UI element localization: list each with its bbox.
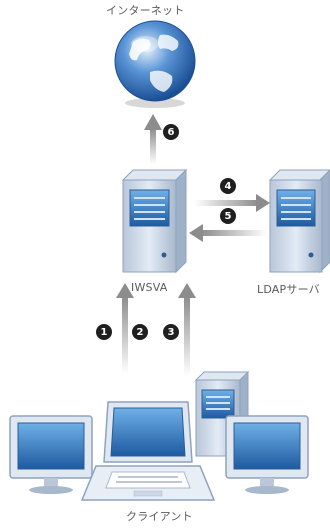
arrow-iwsva-to-client: [178, 283, 196, 376]
step-badge: 2: [132, 324, 148, 340]
laptop-icon: [80, 401, 216, 501]
server-icon: [268, 169, 330, 274]
server-icon: [121, 168, 188, 274]
client-label: クライアント: [126, 510, 193, 523]
monitor-icon: [225, 415, 309, 494]
step-badge: 5: [220, 208, 236, 224]
arrow-to-internet: [144, 114, 162, 164]
arrow-to-ldap: [194, 194, 270, 212]
ldap-label: LDAPサーバ: [257, 283, 320, 296]
step-badge: 3: [163, 324, 179, 340]
internet-label: インターネット: [106, 4, 185, 17]
monitor-icon: [9, 415, 93, 494]
globe-icon: [114, 20, 196, 108]
arrow-client-to-iwsva: [116, 283, 134, 374]
iwsva-label: IWSVA: [131, 281, 168, 294]
step-badge: 1: [96, 324, 112, 340]
arrow-to-iwsva-from-ldap: [189, 224, 267, 242]
step-badge: 4: [220, 178, 236, 194]
step-badge: 6: [163, 124, 179, 140]
